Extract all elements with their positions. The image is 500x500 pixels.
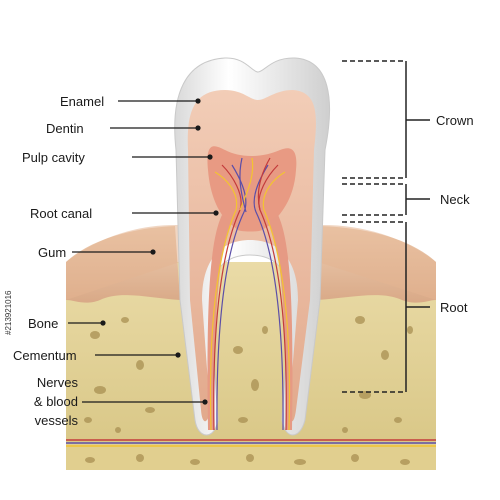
label-nerves-line3: vessels (34, 413, 78, 428)
pulp-cavity (207, 146, 297, 232)
label-enamel: Enamel (60, 94, 105, 109)
label-gum: Gum (38, 245, 67, 260)
stock-id: #213921016 (4, 290, 13, 336)
label-nerves-line1: Nerves (36, 375, 78, 390)
label-root: Root (440, 300, 468, 315)
label-root-canal: Root canal (30, 206, 93, 221)
label-nerves-line2: & blood (33, 394, 78, 409)
bone-block (66, 262, 436, 470)
pulp-nerves (209, 157, 291, 431)
label-pulp-cavity: Pulp cavity (22, 150, 85, 165)
leader-lines (68, 100, 216, 403)
bone-pores (84, 316, 413, 465)
region-brackets (342, 60, 430, 393)
label-bone: Bone (28, 316, 59, 331)
label-crown: Crown (436, 113, 474, 128)
gum-tissue-top (66, 224, 436, 300)
label-neck: Neck (440, 192, 470, 207)
leader-dots (100, 98, 219, 405)
base-vessels (66, 439, 436, 447)
label-cementum: Cementum (13, 348, 77, 363)
label-dentin: Dentin (46, 121, 84, 136)
